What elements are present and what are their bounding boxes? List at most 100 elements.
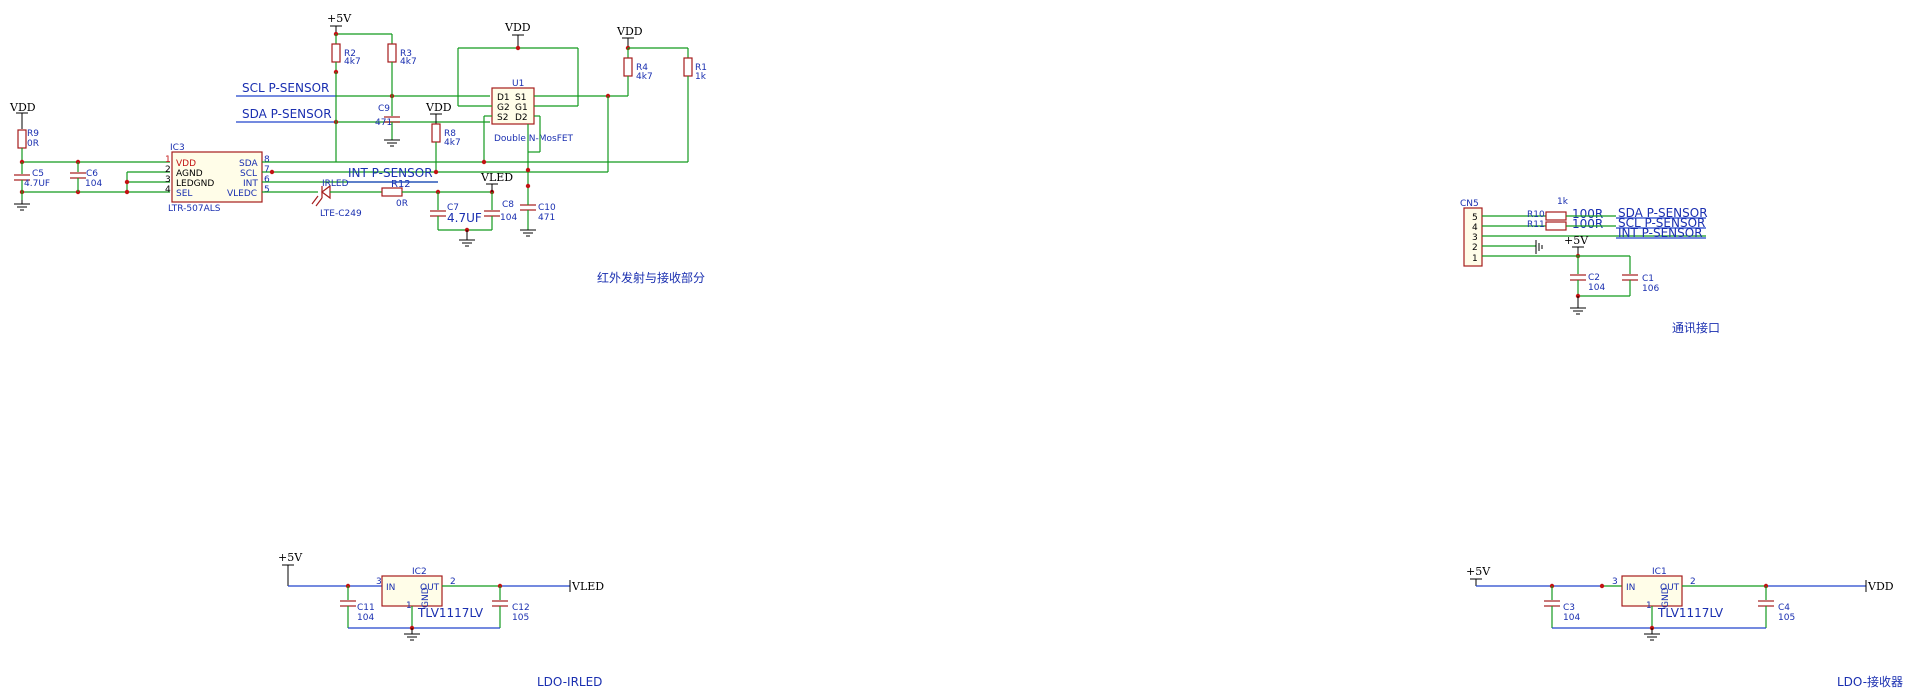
- ir-led: IRLED LTE-C249: [311, 179, 362, 219]
- section-title-ldo-rx: LDO-接收器: [1837, 674, 1903, 689]
- u1-mosfet: U1 D1 G2 S2 S1 G1 D2 Double N-MosFET: [491, 79, 574, 144]
- capacitor-c4: C4 105: [1758, 586, 1795, 628]
- capacitor-c10: C10 471: [520, 192, 556, 237]
- svg-text:R1: R1: [695, 63, 707, 73]
- svg-text:VDD: VDD: [425, 101, 452, 114]
- svg-text:4.7UF: 4.7UF: [24, 179, 50, 189]
- svg-text:S1: S1: [515, 93, 526, 103]
- svg-text:4: 4: [165, 185, 171, 195]
- svg-text:CN5: CN5: [1460, 199, 1479, 209]
- section-title-ldo-irled: LDO-IRLED: [537, 675, 602, 689]
- comm-net-sda: SDA P-SENSOR: [1618, 206, 1708, 220]
- svg-text:2: 2: [1472, 243, 1478, 253]
- capacitor-c9: C9 471: [375, 96, 400, 147]
- svg-text:4.7UF: 4.7UF: [447, 211, 482, 225]
- svg-text:5: 5: [1472, 213, 1478, 223]
- svg-text:1: 1: [406, 601, 412, 611]
- svg-text:3: 3: [376, 577, 382, 587]
- svg-text:C8: C8: [502, 200, 514, 210]
- connector-cn5: CN5 5 4 3 2 1: [1460, 199, 1483, 267]
- svg-text:C9: C9: [378, 104, 390, 114]
- svg-text:C2: C2: [1588, 273, 1600, 283]
- svg-text:AGND: AGND: [176, 169, 203, 179]
- svg-text:4: 4: [1472, 223, 1478, 233]
- svg-text:1: 1: [1646, 601, 1652, 611]
- svg-text:100R: 100R: [1572, 217, 1603, 231]
- svg-text:TLV1117LV: TLV1117LV: [417, 606, 484, 620]
- svg-text:Double N-MosFET: Double N-MosFET: [494, 134, 574, 144]
- svg-text:R2: R2: [344, 49, 356, 59]
- capacitor-c5: C5 4.7UF: [14, 162, 50, 200]
- vdd-left: VDD: [9, 101, 36, 129]
- svg-text:2: 2: [450, 577, 456, 587]
- resistor-r2: R2 4k7: [331, 34, 361, 72]
- svg-text:LEDGND: LEDGND: [176, 179, 214, 189]
- svg-text:4k7: 4k7: [444, 138, 461, 148]
- svg-text:LTR-507ALS: LTR-507ALS: [168, 204, 221, 214]
- svg-text:104: 104: [85, 179, 102, 189]
- svg-text:1k: 1k: [695, 72, 707, 82]
- svg-text:1: 1: [165, 155, 171, 165]
- svg-text:4k7: 4k7: [636, 72, 653, 82]
- svg-text:2: 2: [1690, 577, 1696, 587]
- svg-text:GND: GND: [421, 587, 431, 608]
- svg-text:0R: 0R: [396, 199, 408, 209]
- resistor-r11: R11 100R: [1527, 217, 1603, 231]
- svg-text:IN: IN: [1626, 583, 1635, 593]
- svg-text:+5V: +5V: [327, 12, 352, 25]
- svg-text:3: 3: [1472, 233, 1478, 243]
- svg-text:R3: R3: [400, 49, 412, 59]
- svg-text:104: 104: [357, 613, 374, 623]
- p5v-top: +5V: [327, 12, 352, 34]
- ic3-ltr507als: IC3 LTR-507ALS VDD AGND LEDGND SEL SDA S…: [165, 143, 270, 214]
- capacitor-c11: C11 104: [340, 586, 375, 628]
- r10-r11-note: 1k: [1557, 197, 1569, 207]
- svg-text:106: 106: [1642, 284, 1659, 294]
- svg-text:C4: C4: [1778, 603, 1790, 613]
- svg-text:TLV1117LV: TLV1117LV: [1657, 606, 1724, 620]
- svg-text:R12: R12: [391, 179, 411, 190]
- comm-p5v-label: +5V: [1564, 234, 1589, 247]
- capacitor-c1: C1 106: [1622, 274, 1659, 296]
- net-scl-label: SCL P-SENSOR: [242, 81, 329, 95]
- vdd-label-left: VDD: [9, 101, 36, 114]
- svg-text:VDD: VDD: [176, 159, 196, 169]
- svg-text:VDD: VDD: [504, 21, 531, 34]
- svg-text:VDD: VDD: [616, 25, 643, 38]
- svg-text:2: 2: [165, 165, 171, 175]
- ldo1-vled-label: VLED: [571, 580, 604, 593]
- net-sda-label: SDA P-SENSOR: [242, 107, 332, 121]
- ldo2-vdd-label: VDD: [1867, 580, 1894, 593]
- svg-text:104: 104: [1588, 283, 1605, 293]
- comm-net-int: INT P-SENSOR: [1618, 226, 1703, 240]
- svg-text:R11: R11: [1527, 220, 1545, 230]
- svg-text:C7: C7: [447, 203, 459, 213]
- gnd-symbol: [14, 200, 30, 211]
- svg-text:IRLED: IRLED: [322, 179, 349, 189]
- svg-text:D2: D2: [515, 113, 528, 123]
- svg-text:100R: 100R: [1572, 207, 1603, 221]
- svg-text:4k7: 4k7: [344, 57, 361, 67]
- capacitor-c6: C6 104: [70, 162, 102, 192]
- svg-text:SCL: SCL: [240, 169, 257, 179]
- svg-text:R9: R9: [27, 129, 39, 139]
- svg-text:C5: C5: [32, 169, 44, 179]
- svg-text:6: 6: [264, 175, 270, 185]
- resistor-r9: R9 0R: [17, 129, 39, 162]
- svg-text:OUT: OUT: [420, 583, 440, 593]
- resistor-r4: R4 4k7: [623, 48, 653, 96]
- section-title-ir: 红外发射与接收部分: [597, 270, 705, 285]
- svg-text:104: 104: [500, 213, 517, 223]
- svg-text:SDA: SDA: [239, 159, 258, 169]
- svg-text:OUT: OUT: [1660, 583, 1680, 593]
- svg-text:471: 471: [375, 118, 392, 128]
- capacitor-c2: C2 104: [1570, 273, 1605, 296]
- capacitor-c3: C3 104: [1544, 586, 1580, 628]
- svg-text:IC2: IC2: [412, 567, 427, 577]
- vled-label-top: VLED: [480, 171, 513, 184]
- ldo2-p5v-label: +5V: [1466, 565, 1491, 578]
- svg-text:R4: R4: [636, 63, 648, 73]
- svg-text:0R: 0R: [27, 139, 39, 149]
- resistor-r3: R3 4k7: [387, 34, 417, 96]
